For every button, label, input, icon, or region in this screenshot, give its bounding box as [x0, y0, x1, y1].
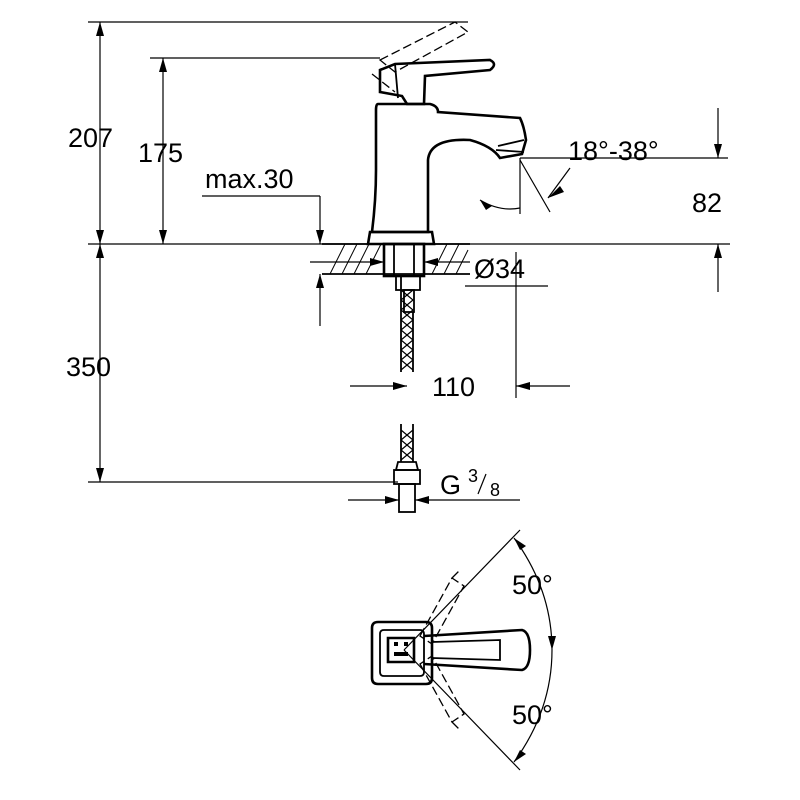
total-height-dimension — [96, 22, 104, 244]
hole-diameter-dimension — [310, 258, 470, 266]
extension-lines — [88, 21, 730, 483]
spout-height-label: 175 — [138, 138, 183, 168]
rotation-top-label: 50° — [512, 570, 553, 600]
supply-hose — [393, 276, 421, 513]
countertop-section — [322, 243, 470, 275]
outlet-height-dimension — [714, 108, 722, 292]
total-height-label: 207 — [68, 123, 113, 153]
max-thickness-label: max.30 — [205, 164, 294, 194]
spout-angle-dimension — [479, 159, 571, 213]
handle-rotated-up — [419, 577, 465, 645]
spout-height-dimension — [159, 58, 167, 244]
spout-angle-label: 18°-38° — [568, 136, 659, 166]
rotation-bottom-label: 50° — [512, 700, 553, 730]
connection-numerator-label: 3 — [468, 466, 478, 486]
projection-label: 110 — [432, 372, 475, 402]
connection-denominator-label: 8 — [490, 480, 500, 500]
connection-dimension — [348, 496, 520, 504]
handle-rotated-down — [419, 655, 465, 723]
max-thickness-dimension — [316, 196, 324, 326]
outlet-height-label: 82 — [692, 188, 722, 218]
fraction-slash — [477, 473, 487, 495]
faucet-top-view — [370, 529, 556, 771]
below-height-label: 350 — [66, 352, 111, 382]
faucet-body — [366, 21, 528, 313]
connection-main-label: G — [440, 470, 461, 500]
projection-dimension — [350, 382, 570, 390]
hole-diameter-label: Ø34 — [474, 254, 525, 284]
faucet-side-view: 207 175 max.30 — [66, 21, 730, 513]
below-height-dimension — [96, 244, 104, 482]
